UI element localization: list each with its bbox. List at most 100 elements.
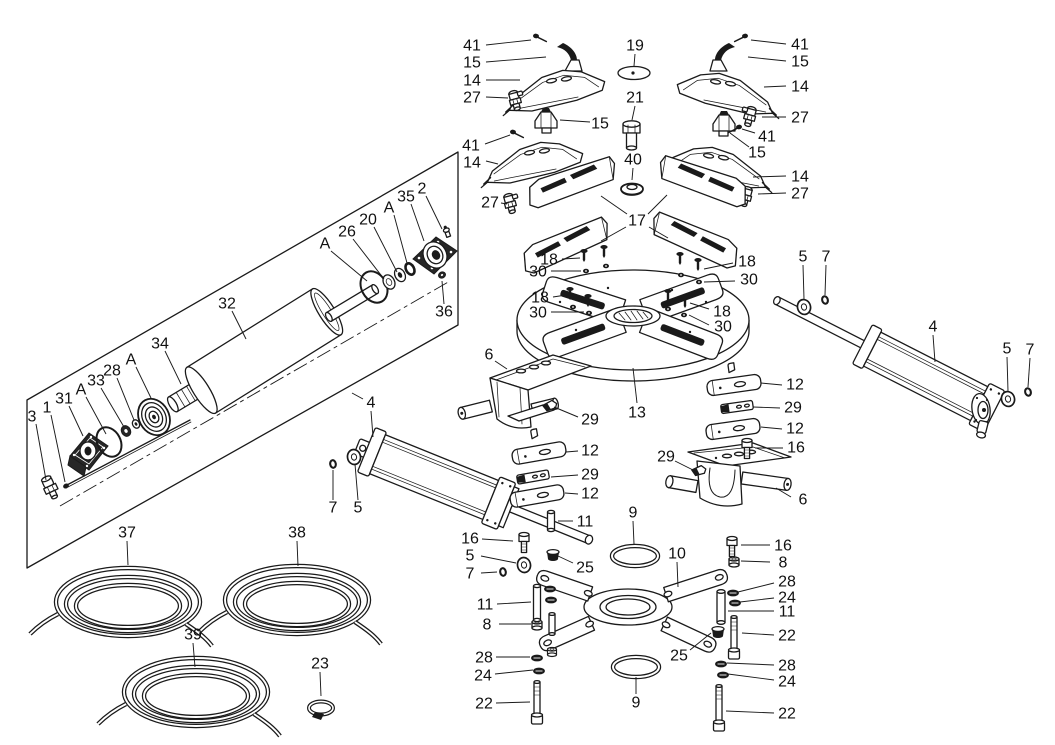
part-18-screw [600, 245, 608, 258]
part-24-washer [729, 599, 741, 607]
leader-line [425, 195, 443, 230]
part-36-nut [438, 271, 446, 279]
leader-line [495, 701, 531, 704]
callout-label-A: A [384, 200, 395, 217]
part-25-cap [711, 625, 725, 639]
callout-label-12: 12 [786, 421, 804, 438]
callout-label-11: 11 [477, 597, 494, 614]
callout-label-22: 22 [778, 628, 796, 645]
callout-label-14: 14 [791, 79, 809, 96]
part-26-washer [382, 274, 396, 290]
callout-label-23: 23 [311, 656, 329, 673]
part-11-pin [548, 611, 556, 637]
leader-line [741, 632, 775, 636]
part-15-lever [556, 42, 583, 72]
part-38-hose-coil [199, 566, 381, 644]
callout-label-16: 16 [787, 440, 805, 457]
callout-label-27: 27 [791, 110, 809, 127]
leader-line [100, 387, 125, 428]
leader-line [725, 710, 775, 714]
part-41-screw [508, 128, 525, 139]
callout-label-7: 7 [329, 500, 338, 517]
leader-line [553, 406, 579, 418]
leader-line [747, 56, 787, 62]
callout-label-28: 28 [778, 658, 796, 675]
top-assembly [474, 32, 786, 216]
callout-label-41: 41 [462, 138, 480, 155]
leader-line [760, 426, 783, 430]
part-30-washer [583, 268, 589, 274]
leader-line [352, 238, 385, 280]
callout-label-14: 14 [463, 155, 481, 172]
leader-line [739, 597, 775, 603]
part-6-bracket-right [665, 442, 792, 507]
leader-line [631, 167, 634, 181]
callout-label-33: 33 [87, 373, 105, 390]
part-12-plate [510, 440, 568, 466]
callout-label-21: 21 [626, 90, 644, 107]
callout-label-5: 5 [1003, 341, 1012, 358]
leader-line [741, 128, 756, 134]
part-23-clamp [307, 699, 335, 720]
callout-label-27: 27 [481, 195, 499, 212]
leader-line [85, 396, 107, 435]
callout-label-39: 39 [184, 627, 202, 644]
part-41-screw [531, 32, 548, 43]
leader-line [750, 39, 787, 45]
leader-line [126, 540, 129, 566]
callout-label-A: A [76, 382, 87, 399]
leader-line [494, 669, 534, 675]
leader-line [370, 410, 374, 438]
part-17-blade [646, 210, 745, 272]
part-24-washer [545, 596, 557, 604]
callout-label-1: 1 [43, 400, 52, 417]
callout-label-18: 18 [738, 254, 756, 271]
part-A-oring-small [404, 262, 416, 276]
leader-line [760, 382, 783, 386]
callout-label-5: 5 [354, 500, 363, 517]
callout-label-18: 18 [713, 304, 731, 321]
part-8-cap [728, 556, 740, 568]
callout-label-27: 27 [463, 90, 481, 107]
callout-label-6: 6 [485, 347, 494, 364]
leader-line [550, 474, 579, 478]
part-30-washer [586, 310, 592, 316]
part-30-washer [678, 272, 684, 278]
callout-label-41: 41 [463, 38, 481, 55]
part-28-washer [715, 660, 727, 668]
leader-line [674, 460, 694, 471]
callout-label-11: 11 [577, 514, 594, 531]
callout-label-29: 29 [784, 400, 802, 417]
callout-label-24: 24 [474, 668, 492, 685]
part-16-bolt [518, 531, 530, 554]
leader-line [703, 262, 734, 270]
leader-line [824, 264, 827, 296]
callout-label-19: 19 [626, 38, 644, 55]
part-12-plate [704, 417, 762, 441]
callout-layer: 4115142741151427192140174115142741151427… [28, 37, 1035, 723]
leader-line [565, 450, 579, 453]
part-19-disc [617, 65, 651, 81]
connecting-rod [324, 283, 380, 323]
leader-line [648, 226, 669, 239]
leader-line [485, 96, 509, 99]
leader-line [480, 571, 498, 574]
part-30-washer [696, 279, 702, 285]
callout-label-15: 15 [748, 145, 766, 162]
part-A-pulley [137, 397, 171, 437]
part-12-tab [727, 362, 736, 374]
callout-label-10: 10 [668, 546, 686, 563]
leader-line [500, 202, 508, 205]
part-9-ring [612, 546, 658, 566]
part-10-spider-cross [535, 568, 729, 653]
part-1-screw [63, 419, 192, 489]
part-30-washer [665, 306, 671, 312]
callout-label-9: 9 [629, 505, 638, 522]
callout-label-5: 5 [799, 249, 808, 266]
leader-line [561, 257, 581, 260]
part-30-washer [603, 263, 609, 269]
callout-label-32: 32 [218, 296, 236, 313]
leader-line [485, 56, 547, 63]
leader-line [737, 582, 775, 593]
leader-line [393, 214, 408, 264]
